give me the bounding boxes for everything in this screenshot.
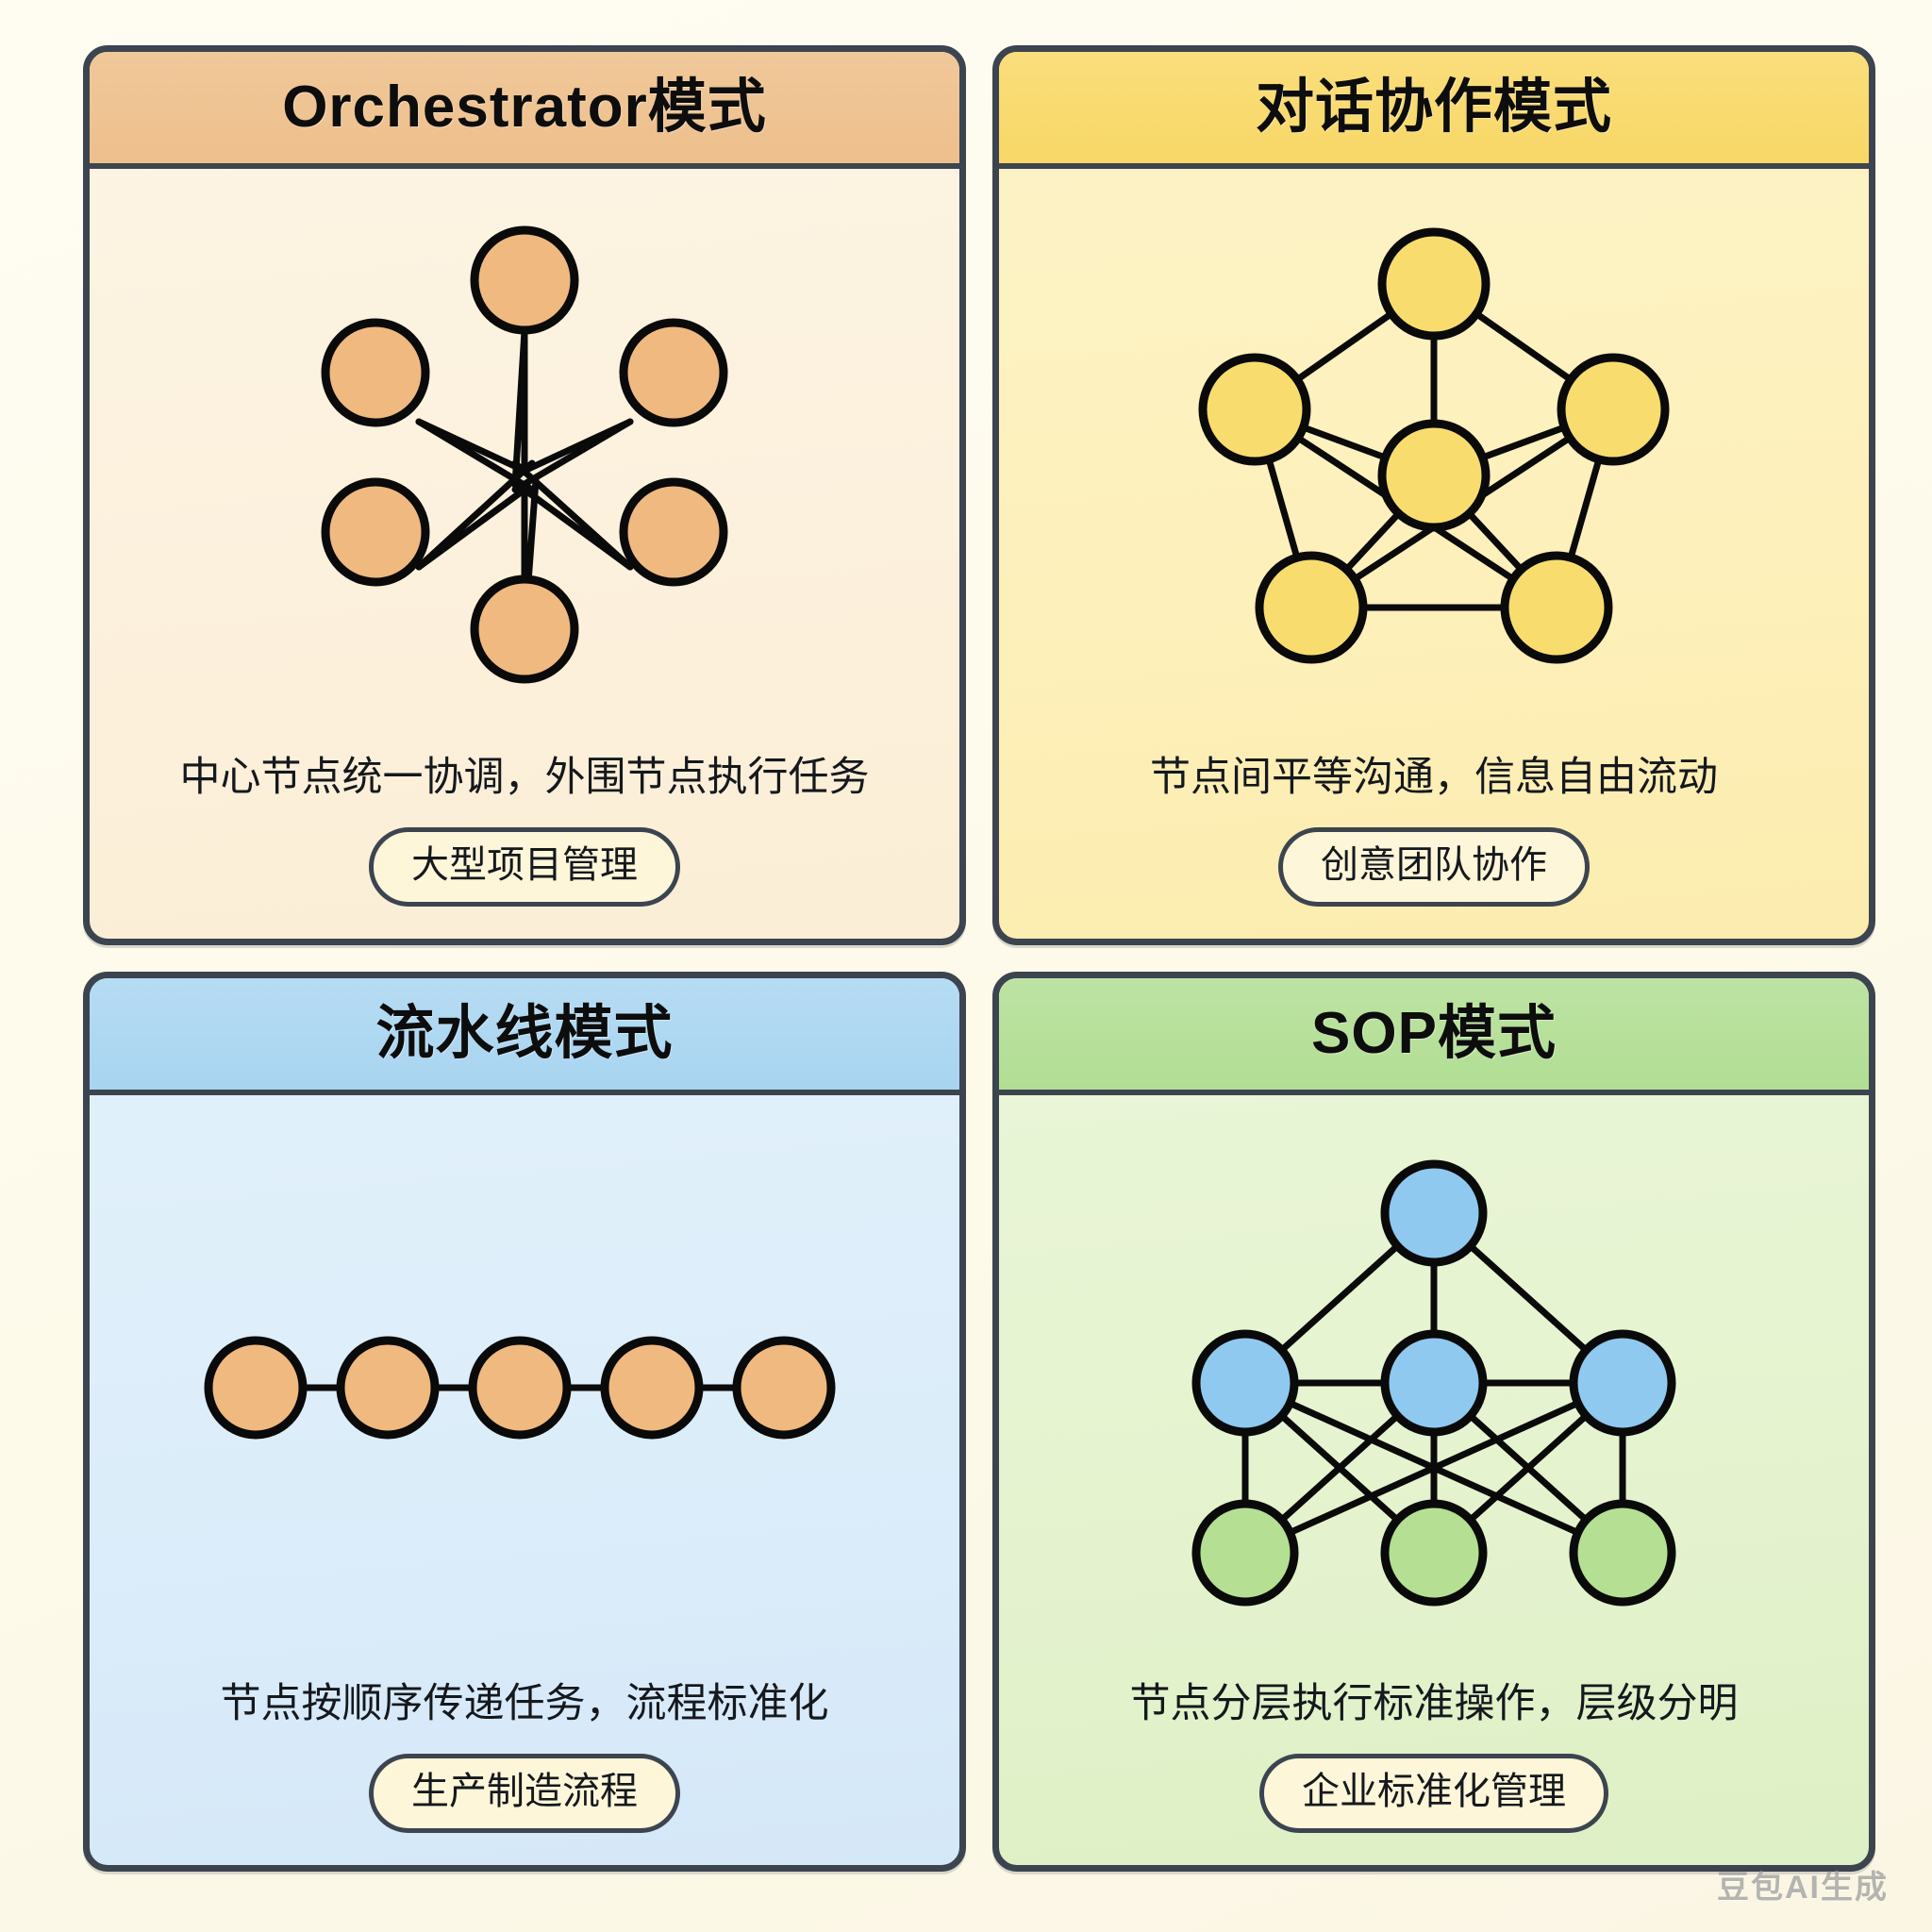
node-stage-2[interactable]	[336, 1336, 440, 1440]
diagram-sop-layers	[999, 1095, 1869, 1680]
card-title-pipeline: 流水线模式	[375, 1001, 674, 1066]
node-mid-layer-1[interactable]	[1191, 1329, 1299, 1437]
edge-left-bottom-hub-b	[415, 459, 536, 571]
card-body-dialogue: 节点间平等沟通，信息自由流动 创意团队协作	[999, 169, 1869, 939]
card-title-dialogue: 对话协作模式	[1255, 75, 1612, 140]
card-body-sop: 节点分层执行标准操作，层级分明 企业标准化管理	[999, 1095, 1869, 1865]
card-body-orchestrator: 中心节点统一协调，外围节点执行任务 大型项目管理	[90, 169, 959, 939]
nodes-group	[1198, 227, 1670, 664]
node-upper-right[interactable]	[619, 318, 728, 427]
node-mid-layer-2[interactable]	[1380, 1329, 1488, 1437]
badge-orchestrator[interactable]: 大型项目管理	[369, 827, 680, 907]
caption-sop: 节点分层执行标准操作，层级分明	[1129, 1681, 1739, 1727]
node-lower-right[interactable]	[619, 477, 728, 587]
badge-sop[interactable]: 企业标准化管理	[1259, 1754, 1608, 1833]
node-upper-left[interactable]	[321, 318, 430, 427]
badge-row-sop: 企业标准化管理	[1259, 1754, 1608, 1833]
nodes-group	[204, 1336, 836, 1440]
badge-pipeline[interactable]: 生产制造流程	[369, 1754, 680, 1833]
edge-top-hub-b	[511, 327, 528, 489]
card-dialogue[interactable]: 对话协作模式	[992, 45, 1875, 945]
edge-m3-b1	[1241, 1379, 1626, 1557]
node-top[interactable]	[470, 225, 579, 335]
card-header-orchestrator: Orchestrator模式	[90, 52, 959, 169]
node-lower-left[interactable]	[321, 477, 430, 587]
node-top-layer-1[interactable]	[1380, 1159, 1488, 1267]
diagram-pipeline-chain	[90, 1095, 959, 1680]
node-mid-layer-3[interactable]	[1569, 1329, 1676, 1437]
badge-row-pipeline: 生产制造流程	[369, 1754, 680, 1833]
card-pipeline[interactable]: 流水线模式	[83, 972, 966, 1872]
node-top[interactable]	[1377, 227, 1491, 341]
node-stage-5[interactable]	[732, 1336, 836, 1440]
nodes-group	[1191, 1159, 1676, 1607]
diagram-dialogue-mesh	[999, 169, 1869, 754]
card-header-pipeline: 流水线模式	[90, 978, 959, 1095]
card-title-orchestrator: Orchestrator模式	[282, 75, 767, 140]
node-bottom-layer-2[interactable]	[1380, 1499, 1488, 1607]
node-stage-3[interactable]	[468, 1336, 572, 1440]
badge-row-dialogue: 创意团队协作	[1278, 827, 1590, 907]
card-orchestrator[interactable]: Orchestrator模式	[83, 45, 966, 945]
pipeline-chain-svg	[204, 1336, 836, 1440]
node-left[interactable]	[1198, 353, 1311, 466]
card-header-sop: SOP模式	[999, 978, 1869, 1095]
node-bottom-layer-3[interactable]	[1569, 1499, 1676, 1607]
diagram-orchestrator-star	[90, 169, 959, 754]
node-right[interactable]	[1557, 353, 1670, 466]
caption-dialogue: 节点间平等沟通，信息自由流动	[1150, 755, 1718, 801]
node-stage-1[interactable]	[204, 1336, 308, 1440]
card-title-sop: SOP模式	[1311, 1001, 1557, 1066]
nodes-group	[321, 225, 728, 684]
node-bottom[interactable]	[470, 575, 579, 684]
card-body-pipeline: 节点按顺序传递任务，流程标准化 生产制造流程	[90, 1095, 959, 1865]
node-bottom-left[interactable]	[1255, 551, 1368, 664]
node-bottom-right[interactable]	[1500, 551, 1613, 664]
caption-orchestrator: 中心节点统一协调，外围节点执行任务	[179, 755, 870, 801]
dialogue-mesh-svg	[1198, 227, 1670, 664]
badge-row-orchestrator: 大型项目管理	[369, 827, 680, 907]
node-center[interactable]	[1377, 419, 1491, 532]
card-sop[interactable]: SOP模式	[992, 972, 1875, 1872]
card-header-dialogue: 对话协作模式	[999, 52, 1869, 169]
node-stage-4[interactable]	[600, 1336, 704, 1440]
badge-dialogue[interactable]: 创意团队协作	[1278, 827, 1590, 907]
caption-pipeline: 节点按顺序传递任务，流程标准化	[220, 1681, 829, 1727]
orchestrator-star-svg	[321, 225, 728, 684]
sop-layered-svg	[1191, 1159, 1676, 1607]
node-bottom-layer-1[interactable]	[1191, 1499, 1299, 1607]
